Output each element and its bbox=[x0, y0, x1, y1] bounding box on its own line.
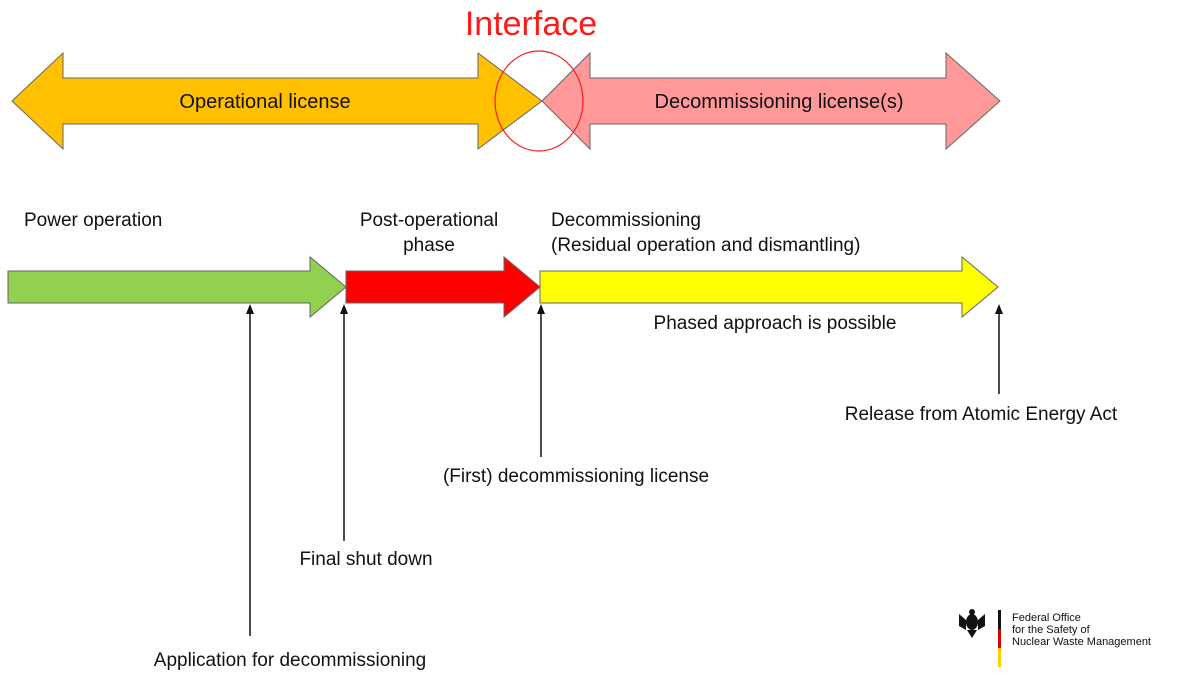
application-pointer bbox=[246, 304, 254, 636]
operational-license-label: Operational license bbox=[179, 91, 350, 113]
post-operational-label-line2: phase bbox=[403, 235, 455, 256]
power-operation-label: Power operation bbox=[24, 210, 162, 231]
first-license-label: (First) decommissioning license bbox=[443, 466, 709, 487]
decommissioning-label-line1: Decommissioning bbox=[551, 210, 701, 231]
operational-license-arrow bbox=[11, 51, 543, 151]
federal-eagle-icon bbox=[959, 609, 985, 638]
final-shutdown-pointer bbox=[340, 304, 348, 541]
application-label: Application for decommissioning bbox=[154, 650, 426, 671]
interface-title: Interface bbox=[465, 5, 597, 43]
first-license-pointer bbox=[537, 304, 545, 457]
release-label: Release from Atomic Energy Act bbox=[845, 404, 1118, 425]
post-operational-arrow bbox=[345, 255, 541, 319]
post-operational-label-line1: Post-operational bbox=[360, 210, 498, 231]
interface-circle bbox=[494, 50, 584, 152]
decommissioning-license-label: Decommissioning license(s) bbox=[655, 91, 904, 113]
decommissioning-label-line2: (Residual operation and dismantling) bbox=[551, 235, 860, 256]
logo-line2: for the Safety of bbox=[1012, 624, 1091, 636]
release-pointer bbox=[995, 304, 1003, 394]
logo-line3: Nuclear Waste Management bbox=[1012, 636, 1151, 648]
logo-line1: Federal Office bbox=[1012, 612, 1081, 624]
power-operation-arrow bbox=[7, 255, 347, 319]
federal-office-logo: Federal Office for the Safety of Nuclear… bbox=[959, 609, 1151, 667]
decommissioning-arrow bbox=[539, 255, 999, 319]
final-shutdown-label: Final shut down bbox=[299, 549, 432, 570]
decommissioning-license-arrow bbox=[541, 51, 1001, 151]
phased-approach-label: Phased approach is possible bbox=[654, 313, 897, 334]
flag-bar-icon bbox=[998, 610, 1001, 667]
